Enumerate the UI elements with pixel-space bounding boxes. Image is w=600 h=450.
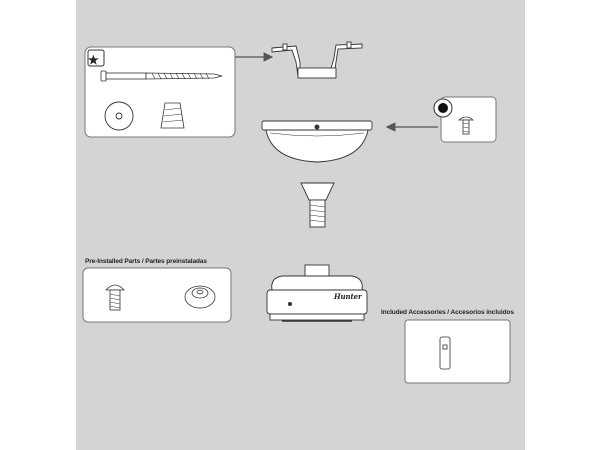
screw-icon [457, 116, 475, 135]
hardware-kit-box [84, 46, 236, 138]
washer-icon [104, 101, 134, 131]
included-accessories-box [404, 319, 511, 384]
pre-installed-label: Pre-Installed Parts / Partes preinstalad… [85, 258, 207, 265]
wire-nut-icon [160, 102, 185, 129]
remote-control-icon [439, 336, 451, 370]
pre-installed-parts-box [82, 267, 232, 323]
lag-screw-icon [100, 70, 223, 82]
grommet-icon [184, 285, 216, 309]
included-accessories-label: Included Accessories / Accesorios inclui… [381, 309, 514, 316]
star-icon: ★ [88, 53, 99, 67]
canopy-icon [261, 120, 373, 163]
coupler-icon [300, 182, 335, 228]
mounting-bracket-icon [271, 41, 363, 79]
canopy-screw-box [433, 96, 497, 143]
motor-housing-icon [266, 264, 368, 322]
bolt-icon [105, 284, 125, 311]
brand-logo: Hunter [334, 292, 362, 301]
